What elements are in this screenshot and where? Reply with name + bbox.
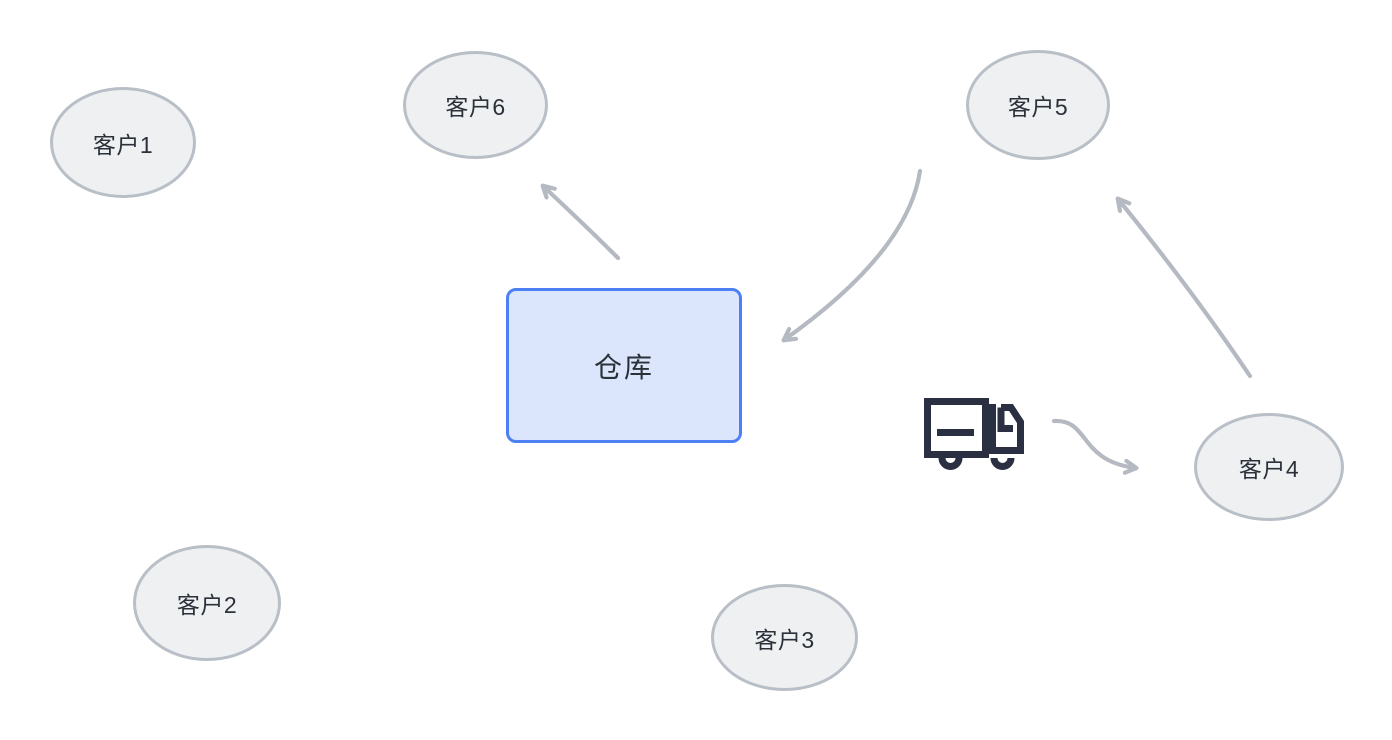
arrow-truck-to-customer4: [1051, 418, 1136, 468]
delivery-truck-icon: [924, 398, 1024, 470]
customer-node-6-label: 客户6: [445, 94, 506, 120]
truck-cab: [992, 404, 1024, 454]
truck-cargo-box: [924, 398, 989, 458]
customer-node-6[interactable]: 客户6: [403, 51, 548, 159]
customer-node-4[interactable]: 客户4: [1194, 413, 1344, 521]
arrow-customer5-to-warehouse: [784, 168, 923, 340]
truck-wheel-left: [938, 457, 963, 470]
customer-node-1[interactable]: 客户1: [50, 87, 196, 198]
customer-node-1-label: 客户1: [92, 131, 154, 158]
arrow-warehouse-to-customer6: [543, 186, 621, 261]
customer-node-4-label: 客户4: [1238, 456, 1300, 482]
warehouse-node-label: 仓库: [593, 351, 654, 383]
customer-node-5[interactable]: 客户5: [966, 50, 1110, 160]
truck-wheel-right: [990, 457, 1015, 470]
customer-node-3-label: 客户3: [754, 626, 815, 653]
customer-node-2-label: 客户2: [176, 592, 238, 618]
arrow-customer4-to-customer5: [1118, 199, 1253, 379]
warehouse-node[interactable]: 仓库: [506, 288, 742, 443]
customer-node-5-label: 客户5: [1007, 94, 1069, 120]
customer-node-2[interactable]: 客户2: [133, 545, 281, 661]
customer-node-3[interactable]: 客户3: [711, 584, 858, 691]
